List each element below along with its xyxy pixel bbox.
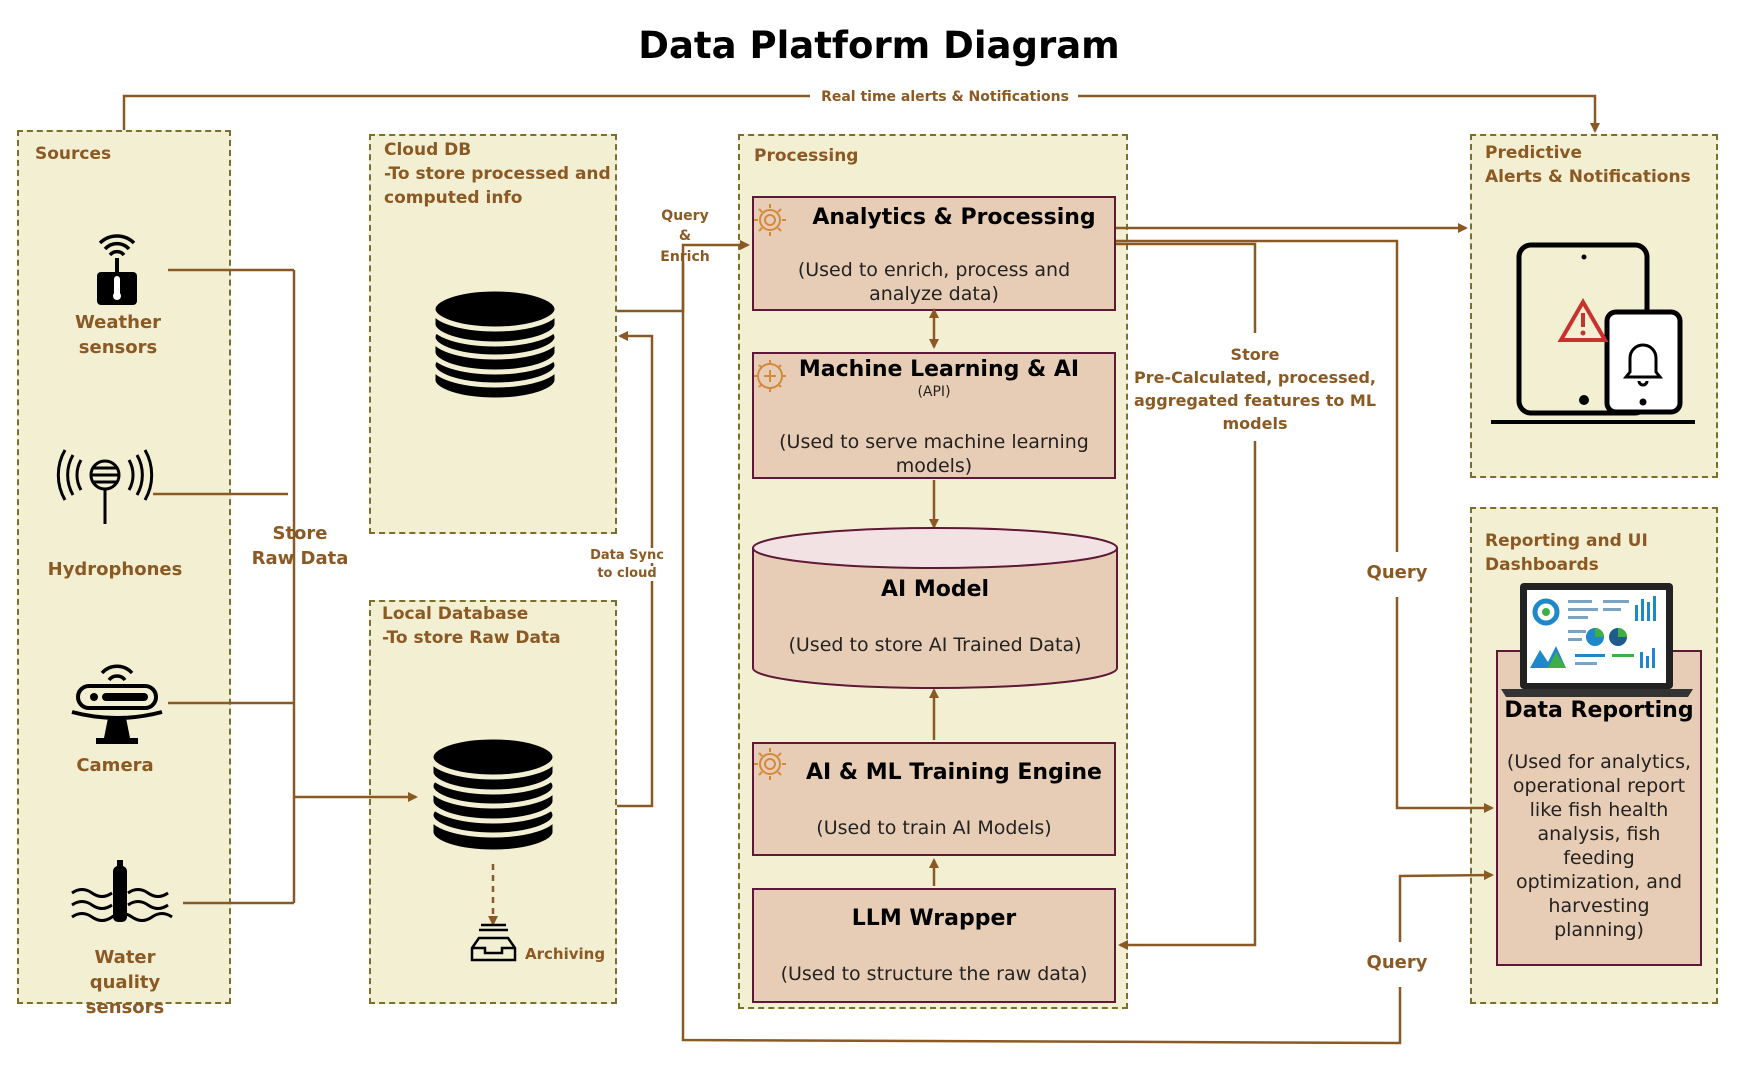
cloud-db-label-line2: -To store processed and xyxy=(384,164,611,184)
store-features-line3: aggregated features to ML xyxy=(1130,389,1380,412)
store-raw-label-line2: Raw Data xyxy=(251,548,349,569)
data-reporting-sub-line: operational report xyxy=(1512,775,1686,797)
ai-model-cylinder xyxy=(752,527,1118,689)
ai-model-sub: (Used to store AI Trained Data) xyxy=(788,634,1082,656)
analytics-to-reporting xyxy=(1116,239,1492,808)
local-db-icon xyxy=(428,734,558,855)
ai-training-engine-box: AI & ML Training Engine (Used to train A… xyxy=(752,742,1116,856)
sources-label: Sources xyxy=(35,144,112,164)
dashboard-laptop-icon xyxy=(1501,583,1693,697)
archiving-icon xyxy=(470,923,517,962)
store-features-line2: Pre-Calculated, processed, xyxy=(1130,366,1380,389)
llm-wrapper-box: LLM Wrapper (Used to structure the raw d… xyxy=(752,888,1116,1003)
alert-devices-icon xyxy=(1491,242,1695,424)
local-db-label-line1: Local Database xyxy=(382,604,529,624)
store-features-to-llm xyxy=(1118,441,1257,950)
training-gear-icon xyxy=(754,748,786,780)
data-sync-line1: Data Sync xyxy=(585,548,669,563)
water-quality-label: Water quality sensors xyxy=(85,947,165,1018)
store-features-connector xyxy=(1116,242,1257,333)
query-to-reporting-bottom xyxy=(1398,870,1494,942)
query-label-upper: Query xyxy=(1366,562,1428,583)
data-reporting-sub-line: feeding xyxy=(1563,847,1635,869)
cloud-db-label-line1: Cloud DB xyxy=(384,140,472,160)
water-quality-icon xyxy=(71,860,173,922)
realtime-alerts-label: Real time alerts & Notifications xyxy=(821,89,1069,105)
query-enrich-line1: Query xyxy=(661,208,709,224)
data-reporting-sub-line: (Used for analytics, xyxy=(1506,751,1692,773)
query-label-lower: Query xyxy=(1366,952,1428,973)
ml-ai-sub-line2: models) xyxy=(895,455,973,477)
ml-gear-icon xyxy=(754,360,786,392)
data-reporting-sub-line: like fish health xyxy=(1529,799,1669,821)
data-sync-line2: to cloud xyxy=(585,566,669,581)
camera-label: Camera xyxy=(76,755,154,776)
ai-model-title: AI Model xyxy=(880,577,990,602)
analytics-title: Analytics & Processing xyxy=(812,205,1096,230)
data-reporting-sub-line: optimization, and xyxy=(1515,871,1683,893)
hydrophone-icon xyxy=(56,449,154,524)
data-reporting-sub-line: harvesting xyxy=(1548,895,1650,917)
camera-icon xyxy=(71,664,163,744)
query-enrich-line3: Enrich xyxy=(660,249,710,265)
predictive-label-line1: Predictive xyxy=(1485,143,1583,163)
store-features-line4: models xyxy=(1130,412,1380,435)
cloud-db-label-line3: computed info xyxy=(384,188,523,208)
cloud-db-icon xyxy=(430,286,560,403)
weather-sensors-label: Weather sensors xyxy=(74,312,162,358)
analytics-sub-line2: analyze data) xyxy=(869,283,999,305)
ml-ai-box: Machine Learning & AI (API) (Used to ser… xyxy=(752,352,1116,479)
query-enrich-line2: & xyxy=(678,228,692,244)
llm-wrapper-title: LLM Wrapper xyxy=(851,906,1017,931)
realtime-alert-connector xyxy=(122,94,1595,131)
store-raw-label-line1: Store xyxy=(272,523,328,544)
data-reporting-box: Data Reporting (Used for analytics,opera… xyxy=(1496,650,1702,966)
llm-wrapper-sub: (Used to structure the raw data) xyxy=(780,963,1088,985)
analytics-gear-icon xyxy=(754,204,786,236)
store-features-line1: Store xyxy=(1130,343,1380,366)
data-reporting-title: Data Reporting xyxy=(1504,698,1694,723)
ml-ai-title: Machine Learning & AI xyxy=(798,357,1080,382)
data-reporting-sub-line: analysis, fish xyxy=(1537,823,1661,845)
ml-ai-sub-line1: (Used to serve machine learning xyxy=(779,431,1089,453)
reporting-label-line2: Dashboards xyxy=(1485,555,1599,575)
bottom-query-loop xyxy=(681,263,1402,1045)
weather-sensor-icon xyxy=(97,234,137,305)
hydrophones-label: Hydrophones xyxy=(47,559,183,580)
local-db-label-line2: -To store Raw Data xyxy=(382,628,561,648)
archiving-label: Archiving xyxy=(525,945,606,963)
analytics-processing-box: Analytics & Processing (Used to enrich, … xyxy=(752,196,1116,311)
diagram-title: Data Platform Diagram xyxy=(638,24,1120,67)
ai-training-title: AI & ML Training Engine xyxy=(806,760,1102,785)
analytics-sub-line1: (Used to enrich, process and xyxy=(797,259,1071,281)
ai-training-sub: (Used to train AI Models) xyxy=(816,817,1052,839)
predictive-label-line2: Alerts & Notifications xyxy=(1485,167,1691,187)
processing-label: Processing xyxy=(754,146,859,166)
data-reporting-sub-line: planning) xyxy=(1554,919,1644,941)
ml-ai-api: (API) xyxy=(917,384,951,400)
reporting-label-line1: Reporting and UI xyxy=(1485,531,1648,551)
